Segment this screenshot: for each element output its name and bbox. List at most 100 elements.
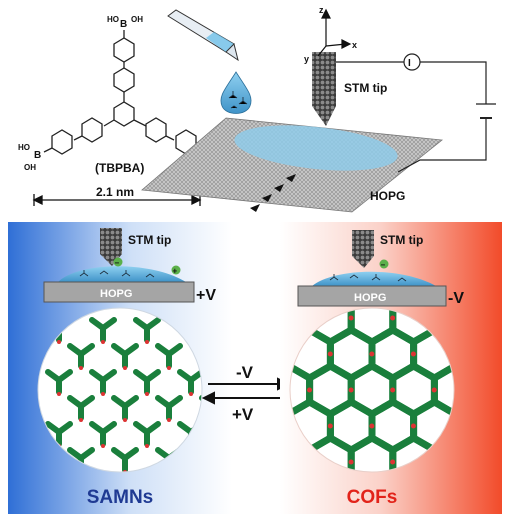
samn-oxygen [255,418,259,422]
samn-unit [111,395,139,421]
cof-hexagon [306,434,355,472]
samn-unit [89,421,117,447]
samns-label: SAMNs [87,487,154,508]
samn-unit [89,317,117,343]
right-tip [352,230,374,268]
samn-unit [155,343,183,369]
stm-tip-top [312,52,336,126]
atom-b-left: B [34,150,41,161]
samn-unit [111,343,139,369]
scale-label: 2.1 nm [96,185,134,199]
left-bias: +V [196,287,216,304]
axis-x: x [352,40,357,50]
cof-boroxine [431,387,437,393]
samn-oxygen [123,366,127,370]
atom-oh-top: OH [131,15,143,24]
axis-y: y [304,54,309,64]
right-minus: − [381,261,386,270]
cof-hexagon [227,438,269,486]
atom-ho-left: HO [18,143,30,152]
scan-arrows [250,174,296,212]
cofs-circle [289,307,455,473]
current-symbol: I [408,58,411,69]
samn-oxygen [145,340,149,344]
left-hopg-bar [43,281,195,303]
samn-oxygen [145,444,149,448]
solution-droplet [234,125,398,171]
samn-unit [67,343,95,369]
left-plus: + [173,267,178,276]
coordinate-axes [317,8,352,57]
left-stm-label: STM tip [128,233,171,247]
samn-oxygen [189,392,193,396]
hopg-substrate-top [141,117,444,213]
cof-boroxine [369,351,375,357]
samn-unit [133,421,161,447]
samns-circle [37,307,203,473]
samn-oxygen [167,418,171,422]
samn-oxygen [101,340,105,344]
samn-unit [155,395,183,421]
samn-oxygen [101,392,105,396]
samn-oxygen [233,340,237,344]
cof-boroxine [307,387,313,393]
samn-oxygen [145,392,149,396]
droplet-falling [220,71,252,114]
cof-boroxine [348,459,354,465]
boronic-acid-left: HO B OH [18,143,41,172]
samn-oxygen [79,418,83,422]
cof-boroxine [410,351,416,357]
boronic-acid-top: HO B OH [107,15,143,30]
atom-b-top: B [120,19,127,30]
samn-unit [177,369,202,395]
scale-bar [32,194,202,206]
axis-z: z [319,5,324,15]
circuit [336,61,496,173]
samn-oxygen [57,392,61,396]
ammeter [403,53,421,71]
right-hopg-label: HOPG [354,292,386,304]
left-droplet [58,266,186,282]
cof-boroxine [390,459,396,465]
samn-oxygen [167,366,171,370]
cof-boroxine [327,351,333,357]
cof-boroxine [327,423,333,429]
switch-backward-label: +V [232,405,254,424]
samn-oxygen [123,418,127,422]
atom-ho-top: HO [107,15,119,24]
cof-boroxine [390,387,396,393]
right-stm-label: STM tip [380,233,423,247]
samn-unit [45,369,73,395]
samn-oxygen [57,340,61,344]
samn-oxygen [255,470,259,474]
samn-unit [133,369,161,395]
cof-boroxine [265,316,270,321]
cof-hexagon [389,434,438,472]
cof-boroxine [265,388,270,393]
cof-hexagon [227,294,269,342]
atom-oh-left: OH [24,163,36,172]
samn-oxygen [79,366,83,370]
cof-boroxine [410,423,416,429]
samn-unit [67,395,95,421]
left-tip [100,228,122,266]
right-hopg-bar [297,285,447,307]
cof-boroxine [265,460,270,465]
samns-network [38,308,259,474]
cof-boroxine [369,423,375,429]
cof-hexagon [347,434,397,472]
samn-oxygen [123,470,127,472]
right-bias: -V [448,290,464,307]
cof-boroxine [348,315,354,321]
samn-oxygen [255,366,259,370]
tbpba-molecule [43,30,205,155]
samn-unit [45,421,73,447]
cof-boroxine [348,387,354,393]
molecule-name: (TBPBA) [95,161,144,175]
cof-boroxine [390,315,396,321]
switch-forward-label: -V [236,363,254,382]
left-minus: − [115,259,120,268]
hopg-label-top: HOPG [370,189,405,203]
